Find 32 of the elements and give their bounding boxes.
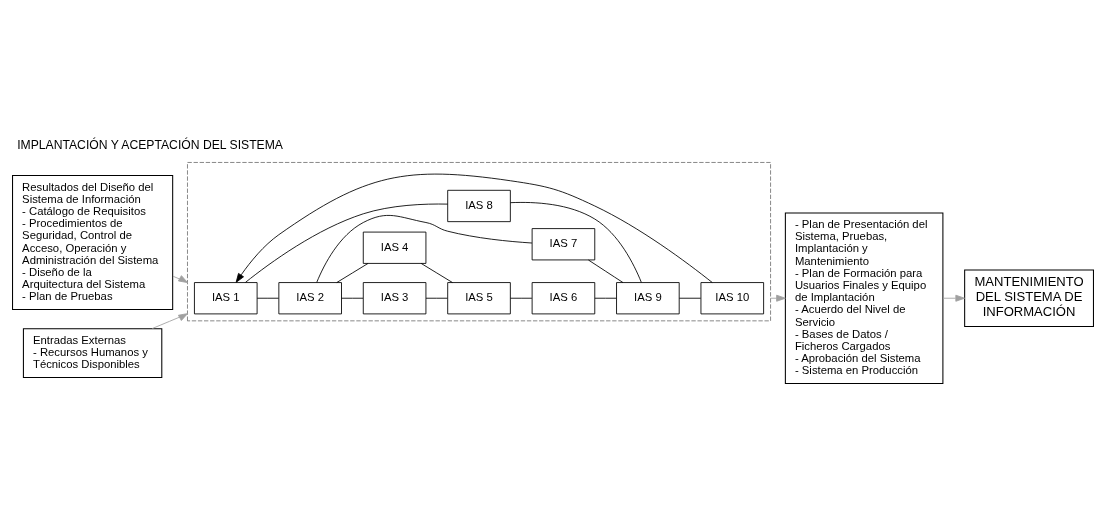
connector	[245, 203, 449, 283]
arrow	[151, 312, 188, 329]
node-box: IAS 7	[531, 227, 596, 260]
diagram-title: IMPLANTACIÓN Y ACEPTACIÓN DEL SISTEMA	[17, 137, 283, 152]
node-box: IAS 1	[194, 281, 258, 314]
connector	[594, 297, 617, 299]
node-box: IAS 2	[278, 281, 342, 314]
connector	[256, 297, 280, 299]
connector	[336, 262, 369, 283]
node-box: IAS 3	[362, 281, 427, 314]
connector	[510, 297, 533, 299]
cluster	[187, 161, 771, 321]
node-box: MANTENIMIENTO DEL SISTEMA DE INFORMACIÓN	[964, 268, 1094, 327]
node-box: - Plan de Presentación del Sistema, Pruebas, Implantación y Mantenimiento - Plan de Formación para Usuarios Finales y Equipo de Implantación - Acuerdo del Nivel de Servicio - Bases de Datos / Ficheros Cargados - Aprobación del Sistema - Sistema en Producción	[784, 211, 944, 384]
connector	[510, 201, 642, 283]
node-box: Entradas Externas - Recursos Humanos y Técnicos Disponibles	[22, 327, 163, 378]
arrow	[770, 294, 786, 302]
arrow	[235, 173, 713, 283]
connector	[341, 297, 364, 299]
connector	[678, 297, 702, 299]
arrow	[942, 294, 965, 302]
connector	[425, 297, 448, 299]
node-box: IAS 4	[362, 231, 427, 264]
connector	[316, 214, 533, 283]
connector	[588, 259, 624, 283]
node-box: IAS 5	[447, 281, 511, 314]
node-box: IAS 6	[531, 281, 596, 314]
node-box: IAS 8	[447, 189, 511, 222]
node-box: IAS 9	[616, 281, 680, 314]
node-box: Resultados del Diseño del Sistema de Información - Catálogo de Requisitos - Procedimientos de Seguridad, Control de Acceso, Operación y Administración del Sistema - Diseño de la Arquitectura del Sistema - Plan de Pruebas	[12, 174, 174, 310]
node-box: IAS 10	[700, 281, 765, 314]
connector	[420, 262, 453, 283]
